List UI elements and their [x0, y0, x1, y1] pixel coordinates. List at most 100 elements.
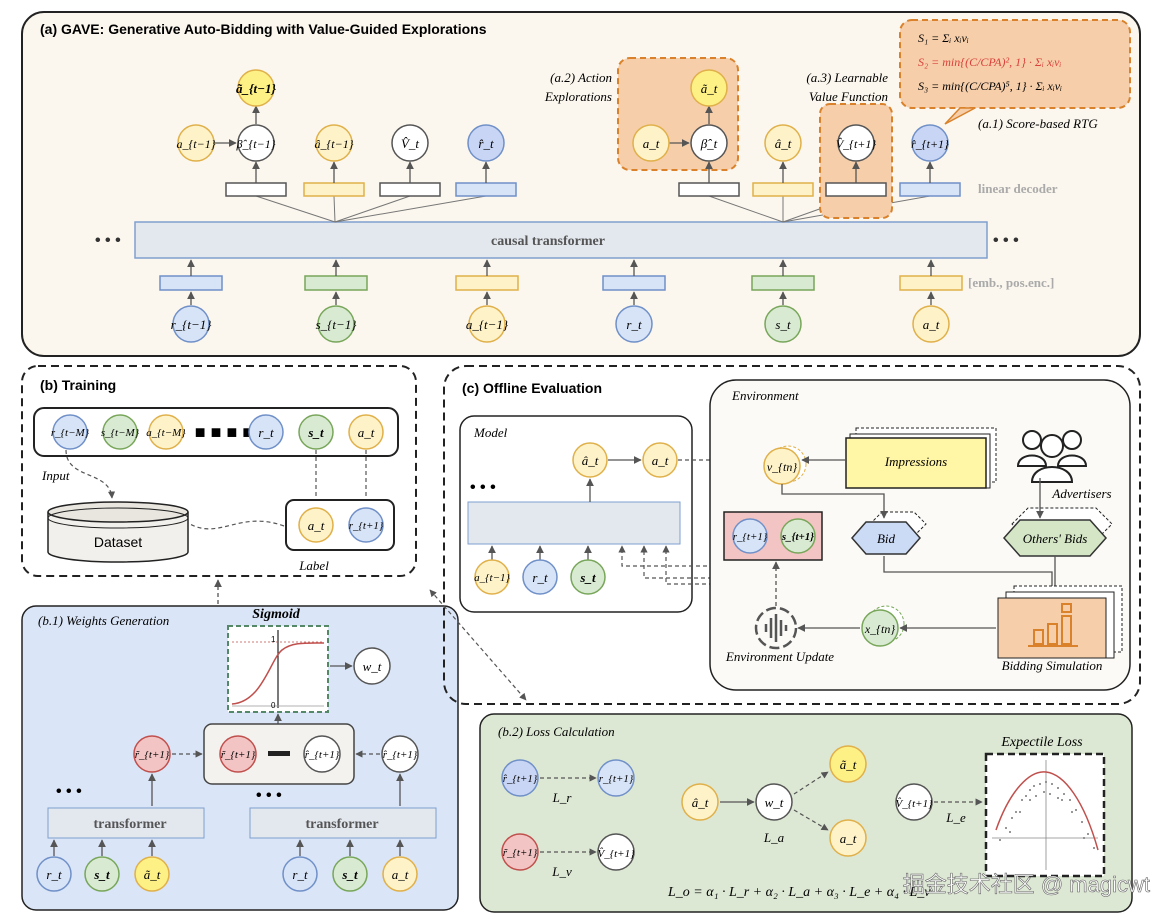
emb-box [159, 275, 223, 291]
node-a-t [912, 305, 950, 343]
a2-label-2: Explorations [544, 89, 612, 104]
emb-box [304, 275, 368, 291]
linear-decoder-label: linear decoder [978, 181, 1058, 196]
advertisers-label: Advertisers [1051, 486, 1111, 501]
node-label: r_{t−1} [171, 317, 213, 332]
node-label: s_t [307, 425, 324, 440]
node-label: r_{t+1} [349, 520, 384, 532]
le-label: L_e [945, 810, 966, 825]
emb-box [455, 275, 519, 291]
node-a-tminusM [148, 414, 184, 450]
node-a-hat-tminus1 [315, 124, 353, 162]
node-a-tilde-t [829, 745, 867, 783]
node-label: w_t [363, 659, 382, 674]
node-r-t [36, 856, 72, 892]
node-label: s_{t−1} [316, 317, 358, 332]
node-s-tplus1 [780, 518, 816, 554]
node-label: â_t [775, 136, 792, 151]
node-label: r_{t+1} [733, 531, 768, 543]
node-r-hat-tplus1 [501, 759, 539, 797]
node-label: a_t [643, 136, 660, 151]
node-r-tilde-tplus1 [501, 833, 539, 871]
ellipsis: • • • [256, 787, 282, 804]
node-label: r̂_{t+1} [383, 749, 418, 761]
node-a-tilde-t [690, 69, 728, 107]
lv-label: L_v [551, 864, 572, 879]
node-label: r_t [292, 867, 308, 882]
node-r-t [615, 305, 653, 343]
node-a-t [298, 507, 334, 543]
node-r-tplus1 [597, 759, 635, 797]
node-label: r_{t−M} [51, 427, 90, 439]
a2-label-1: (a.2) Action [550, 70, 612, 85]
node-r-tilde-tplus1 [219, 735, 257, 773]
embedding-row [159, 275, 963, 291]
node-r-tplus1 [732, 518, 768, 554]
node-v-hat-tplus1 [597, 833, 635, 871]
panel-a-input-nodes: r_{t−1} s_{t−1} a_{t−1} r_t s_t a_t [171, 305, 950, 343]
node-s-t [764, 305, 802, 343]
panel-b2-frame [479, 713, 1133, 913]
node-label: â_{t−1} [314, 137, 353, 151]
node-label: s_t [341, 867, 358, 882]
node-v-hat-t [391, 124, 429, 162]
lr-label: L_r [552, 790, 573, 805]
panel-a-frame [21, 11, 1141, 357]
node-label: a_t [308, 518, 325, 533]
node-w-t [353, 647, 391, 685]
node-label: a_t [392, 867, 409, 882]
decoder-box [303, 182, 365, 197]
node-label: r̂_{t+1} [305, 749, 340, 761]
score-formula-2: S₂ = min{(C/CPA)², 1} · Σᵢ xᵢvᵢ [918, 55, 1061, 69]
node-a-t [382, 856, 418, 892]
node-label: a_{t−1} [466, 317, 509, 332]
callout-tail [944, 107, 976, 125]
decoder-row [225, 182, 961, 197]
panel-c-title: (c) Offline Evaluation [462, 380, 602, 396]
node-label: V̂_{t+1} [836, 137, 877, 151]
node-a-t [348, 414, 384, 450]
a1-label: (a.1) Score-based RTG [978, 116, 1098, 131]
expectile-scatter [999, 781, 1095, 849]
node-label: r_t [626, 317, 642, 332]
score-formula-3: S₃ = min{(C/CPA)⁵, 1} · Σᵢ xᵢvᵢ [918, 79, 1062, 93]
transformer-label: transformer [93, 817, 166, 832]
node-label: ã_t [840, 757, 857, 772]
decoder-box [752, 182, 814, 197]
node-label: â_t [582, 453, 599, 468]
node-r-hat-t [467, 124, 505, 162]
ellipsis-left: • • • [95, 232, 121, 249]
decoder-box [825, 182, 887, 197]
node-s-t [570, 559, 606, 595]
node-label: β̂_{t−1} [235, 137, 275, 151]
a3-label-1: (a.3) Learnable [806, 70, 888, 85]
node-r-tminus1 [172, 305, 210, 343]
node-x-tn [861, 609, 899, 647]
node-r-t [282, 856, 318, 892]
node-a-hat-t [681, 783, 719, 821]
score-formula-1: S₁ = Σᵢ xᵢvᵢ [918, 31, 969, 45]
watermark: 掘金技术社区 @ magicwt [903, 872, 1150, 897]
node-s-tminus1 [317, 305, 355, 343]
node-label: r_{t+1} [599, 773, 634, 785]
causal-transformer-label: causal transformer [491, 234, 605, 249]
panel-a-output-nodes: ã_{t−1} ã_t a_{t−1} β̂_{t−1} â_{t−1} V̂_… [176, 69, 949, 162]
impressions-label: Impressions [884, 454, 947, 469]
node-label: r_t [532, 570, 548, 585]
node-label: V̂_t [401, 136, 419, 151]
node-beta-tminus1 [237, 124, 275, 162]
node-r-hat-tplus1 [911, 124, 949, 162]
node-label: ã_{t−1} [236, 81, 277, 96]
node-s-t [298, 414, 334, 450]
environment-update-label: Environment Update [725, 649, 834, 664]
node-label: r̂_{t+1} [503, 773, 538, 785]
transformer-bar-right [249, 807, 437, 839]
panel-b1-title: (b.1) Weights Generation [38, 613, 169, 628]
node-label: a_t [652, 453, 669, 468]
emb-box [751, 275, 815, 291]
bidding-simulation-box [997, 597, 1107, 659]
node-r-tminusM [52, 414, 88, 450]
node-label: v_{tn} [767, 460, 797, 474]
node-a-tminus1 [468, 305, 506, 343]
node-label: a_{t−M} [146, 427, 186, 439]
